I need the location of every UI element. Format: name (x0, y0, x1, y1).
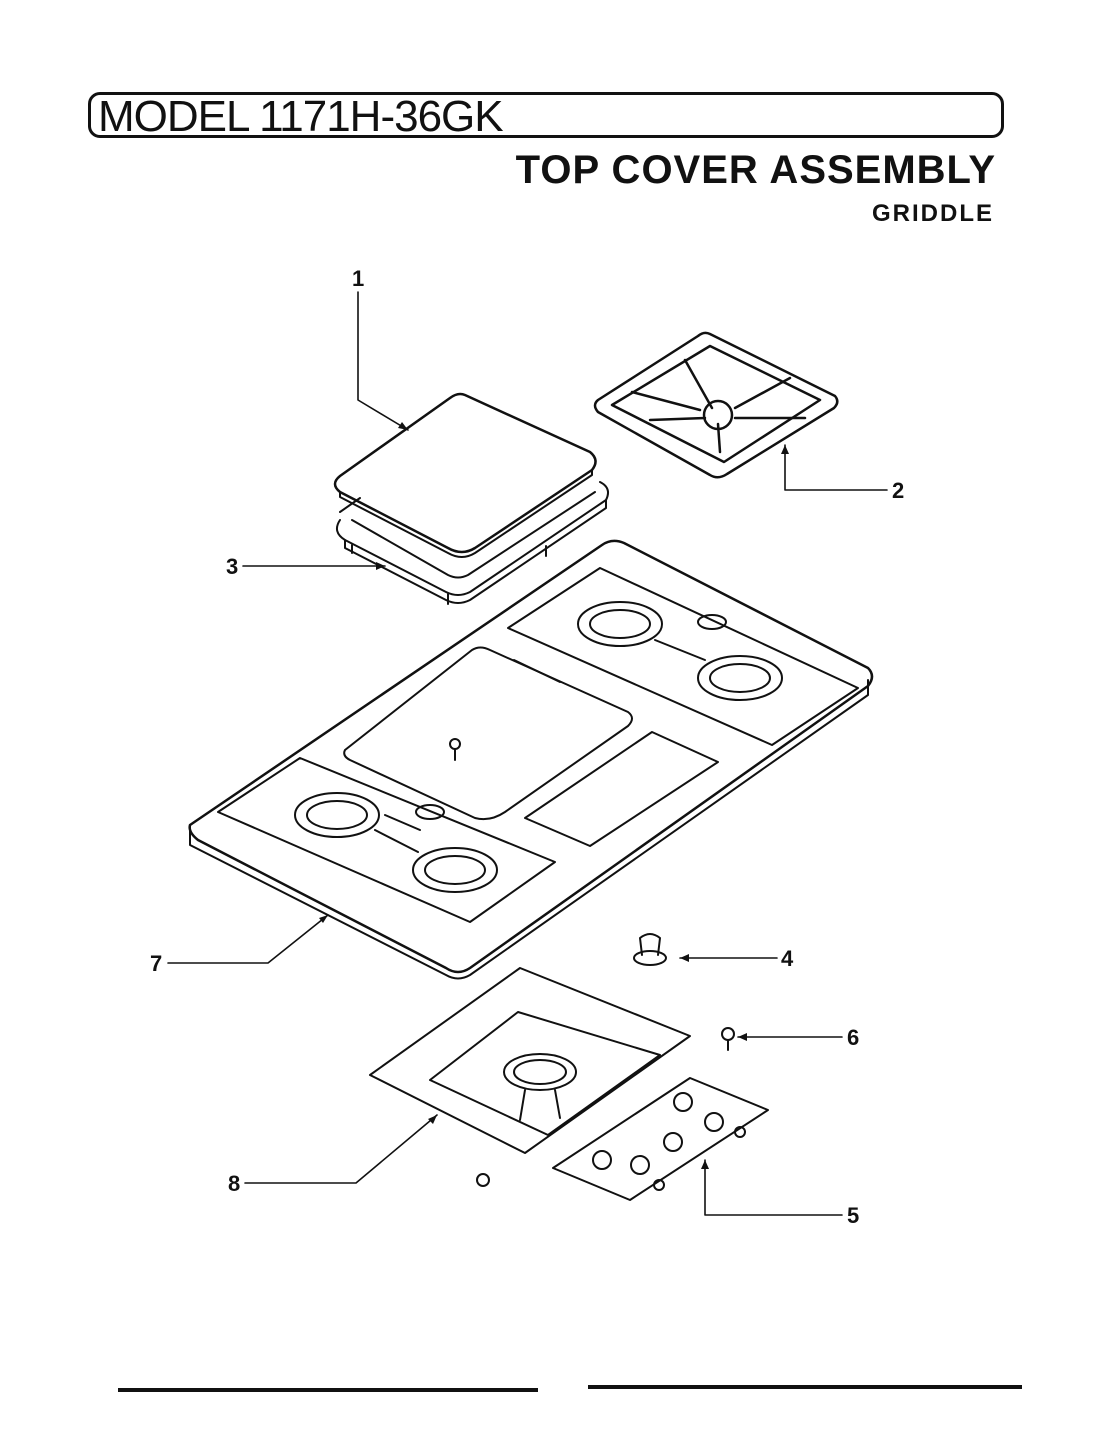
callout-4: 4 (781, 946, 794, 971)
burner-box (369, 967, 691, 1154)
griddle-frame (335, 481, 609, 605)
page-subtitle: GRIDDLE (872, 200, 994, 227)
footer-rule-right (588, 1385, 1022, 1389)
burner-grate (593, 331, 839, 479)
model-number: MODEL 1171H-36GK (98, 92, 504, 141)
nut (476, 1173, 490, 1187)
footer-rule-left (118, 1388, 538, 1392)
callout-3: 3 (226, 554, 239, 579)
callout-8: 8 (228, 1171, 241, 1196)
control-knob (633, 933, 667, 966)
callout-6: 6 (847, 1025, 860, 1050)
screw (721, 1027, 735, 1051)
callout-2: 2 (892, 478, 905, 503)
top-cover (188, 539, 874, 980)
model-frame (88, 92, 1004, 138)
callout-7: 7 (150, 951, 163, 976)
heat-shield (552, 1077, 769, 1201)
griddle-plate (333, 392, 597, 558)
arrow-heads (319, 422, 789, 1169)
page-title: TOP COVER ASSEMBLY (515, 148, 996, 192)
leader-lines (167, 291, 888, 1216)
callout-1: 1 (352, 266, 365, 291)
callout-5: 5 (847, 1203, 860, 1228)
